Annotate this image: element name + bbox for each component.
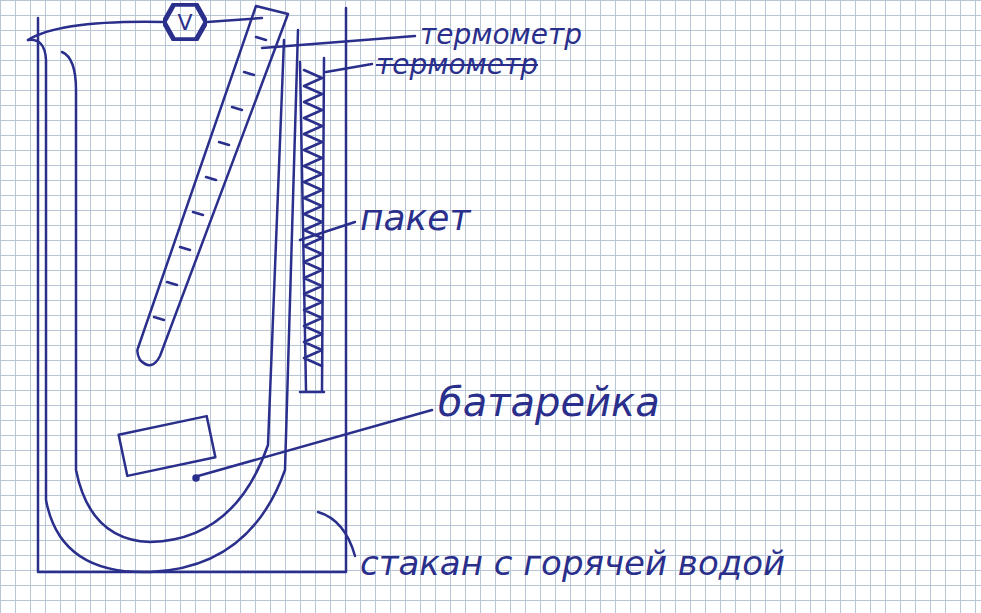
- bag-outer: [28, 30, 298, 572]
- thermometer: [137, 6, 288, 365]
- leader-line: [318, 512, 355, 556]
- leader-line: [300, 222, 355, 240]
- node-text: V: [177, 10, 192, 35]
- leader-line: [262, 36, 415, 48]
- battery: [119, 416, 216, 476]
- leader-line: [198, 410, 432, 476]
- part-label: стакан с горячей водой: [360, 545, 785, 582]
- wire: [207, 18, 262, 22]
- part-label: термометр: [420, 20, 582, 51]
- part-label: термометр: [376, 50, 538, 81]
- part-label: пакет: [360, 198, 470, 238]
- coil: [304, 70, 322, 366]
- glass: [38, 8, 346, 572]
- coil-tube: [300, 58, 324, 392]
- thermometer-ticks: [154, 37, 266, 320]
- part-label: батарейка: [438, 380, 660, 424]
- leader-line: [326, 64, 372, 72]
- voltmeter-symbol: V: [163, 3, 207, 41]
- wire: [28, 22, 163, 40]
